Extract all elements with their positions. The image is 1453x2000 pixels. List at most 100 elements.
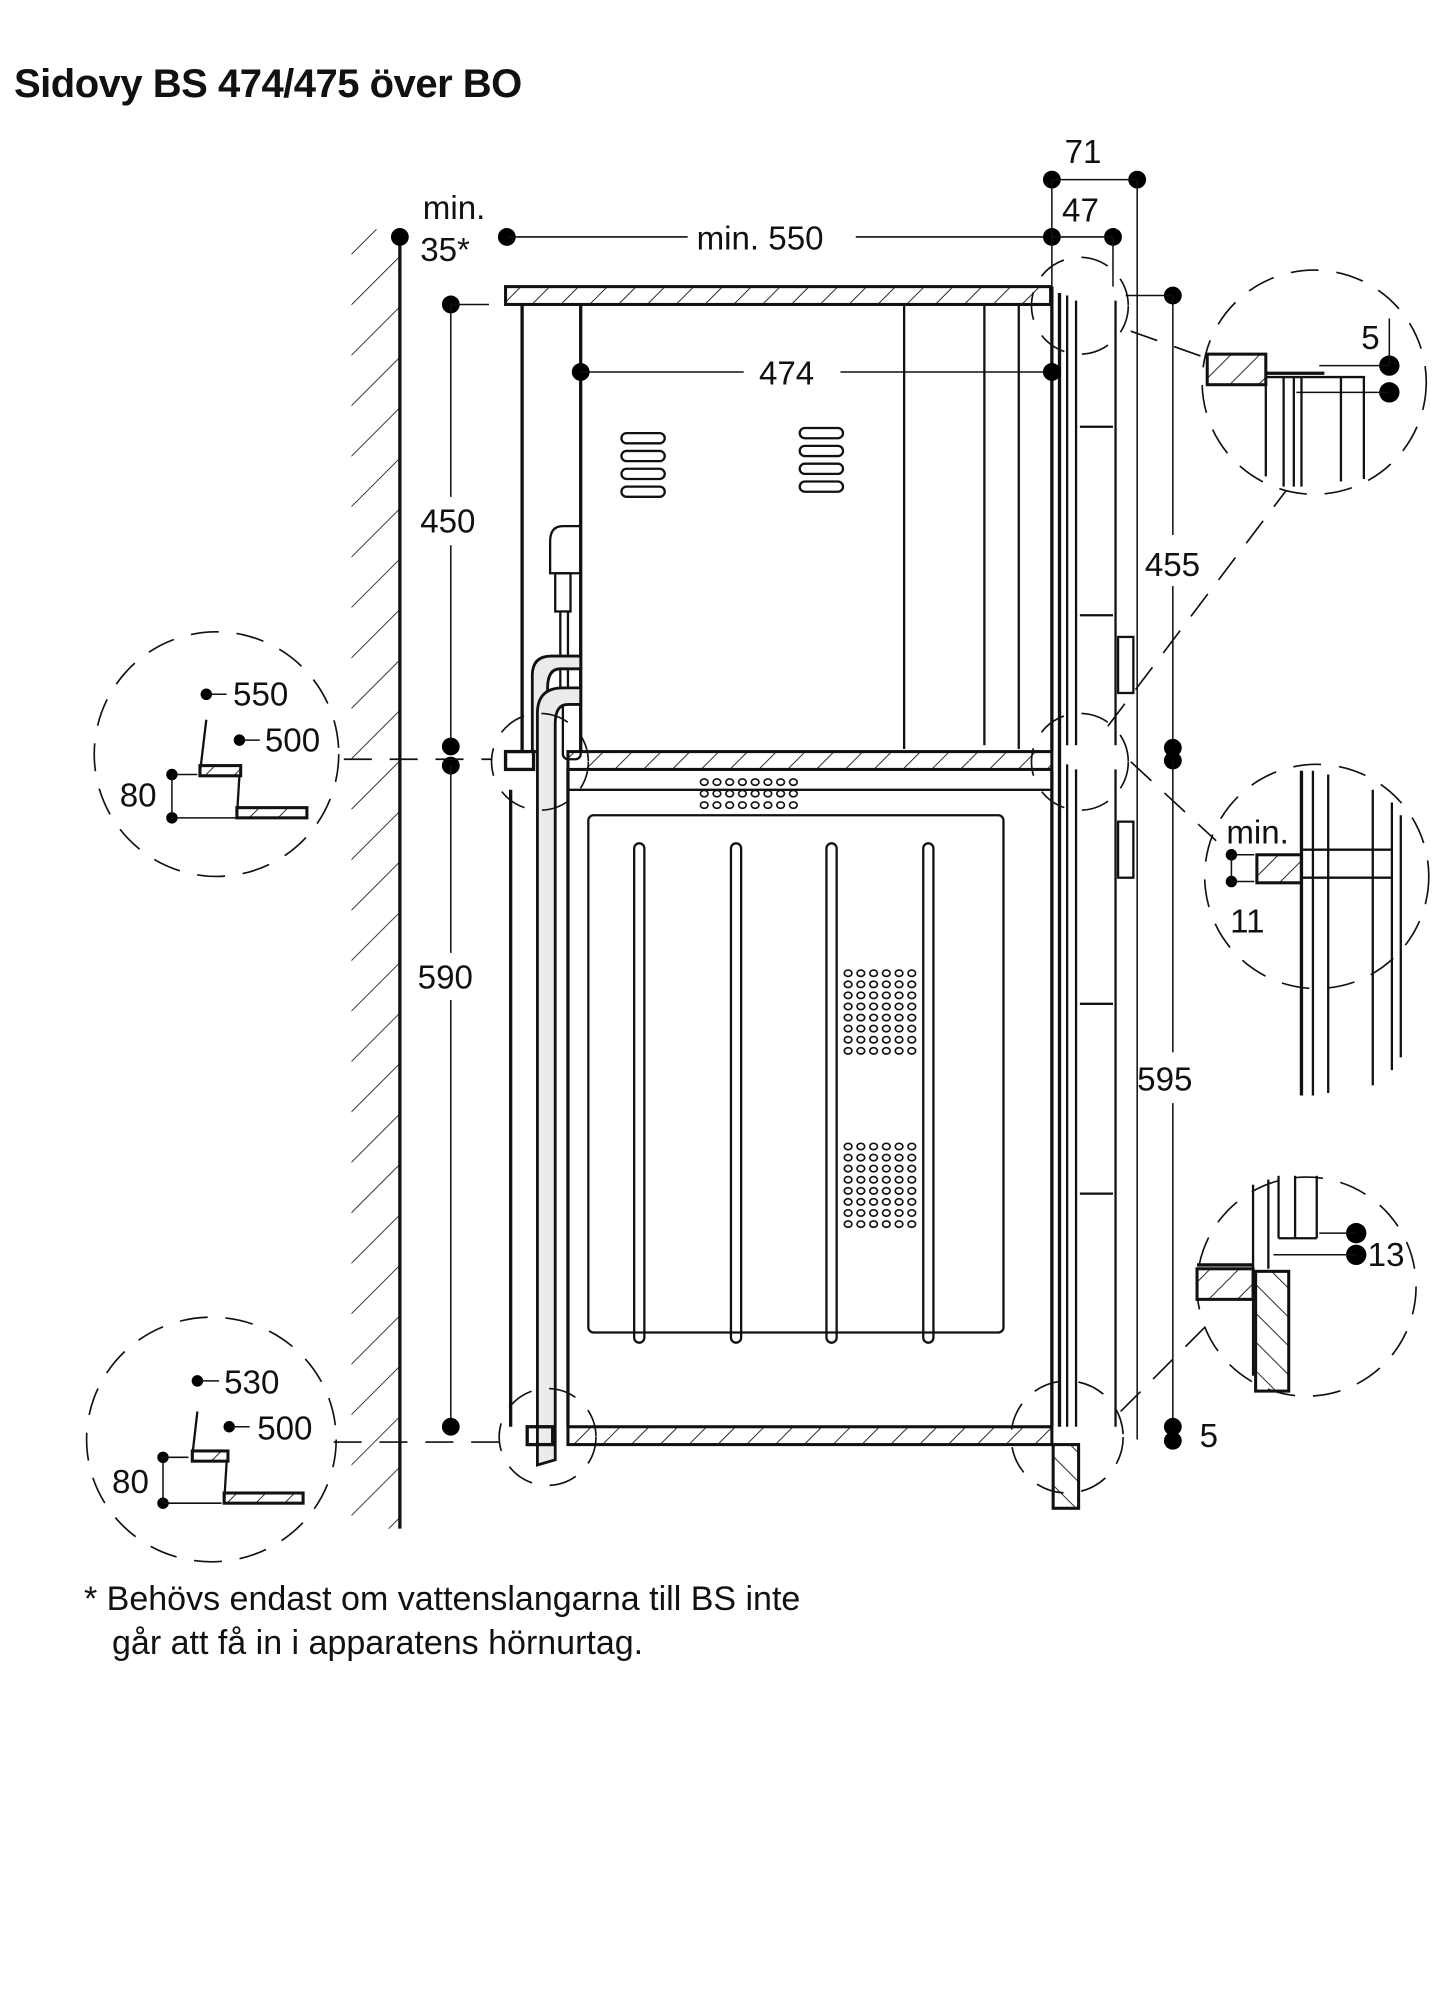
detail-mid-left-lower: 500 [265, 723, 320, 760]
vent-hole [894, 1013, 904, 1022]
vent-hole [763, 789, 773, 798]
dim-5-bottom-label: 5 [1200, 1418, 1218, 1455]
detail-mid-left [93, 631, 340, 878]
vent-hole [894, 1142, 904, 1151]
vent-hole [856, 1220, 866, 1229]
vent-hole [868, 1197, 879, 1206]
vent-holes-low [843, 1142, 917, 1229]
vent-hole [881, 1186, 891, 1195]
vent-hole [881, 1197, 891, 1206]
vent-hole [894, 1035, 904, 1044]
detail-mid-right-value: 11 [1230, 903, 1264, 940]
vent-hole [868, 1208, 879, 1218]
vent-hole [788, 801, 799, 810]
vent-hole [881, 991, 891, 1000]
vent-hole [894, 1024, 904, 1033]
vent-hole [868, 1142, 879, 1151]
dim-47-label: 47 [1062, 193, 1099, 230]
vent-hole [881, 1153, 891, 1162]
lower-appliance [508, 769, 1054, 1447]
vent-hole [843, 1164, 853, 1173]
vent-hole [843, 1024, 853, 1033]
vent-hole [699, 801, 709, 810]
vent-hole [881, 1035, 891, 1044]
dim-heights-left [441, 295, 490, 1436]
vent-hole [881, 1175, 891, 1184]
vent-hole [775, 778, 786, 787]
vent-hole [868, 1186, 879, 1195]
vent-hole [868, 1153, 879, 1162]
vent-hole [907, 991, 917, 1000]
detail-bottom-right-label: 13 [1368, 1237, 1405, 1274]
vent-hole [868, 969, 879, 978]
vent-hole [843, 1208, 853, 1218]
detail-mid-right [1203, 763, 1430, 1096]
vent-hole [788, 778, 799, 787]
footnote-line-2: går att få in i apparatens hörnurtag. [112, 1624, 644, 1662]
vent-hole [868, 1002, 879, 1011]
vent-hole [843, 1035, 853, 1044]
vent-hole [894, 1197, 904, 1206]
vent-hole [907, 1024, 917, 1033]
vent-hole [907, 1164, 917, 1173]
detail-bottom-left-lower: 500 [257, 1410, 312, 1447]
vent-hole [750, 801, 760, 810]
vent-hole [907, 1142, 917, 1151]
detail-bottom-left-upper: 530 [224, 1365, 279, 1402]
vent-hole [712, 801, 722, 810]
vent-hole [881, 1002, 891, 1011]
vent-hole [868, 1024, 879, 1033]
water-hoses [530, 654, 583, 1467]
vent-hole [894, 991, 904, 1000]
vent-hole [881, 1208, 891, 1218]
dim-450-label: 450 [420, 503, 475, 540]
vent-hole [856, 1186, 866, 1195]
detail-mid-left-upper: 550 [233, 677, 288, 714]
vent-hole [907, 1035, 917, 1044]
dim-door-depth [1042, 170, 1147, 1440]
vent-hole [907, 969, 917, 978]
vent-hole [856, 980, 866, 989]
vent-slots-right [798, 426, 845, 493]
vent-hole [894, 1153, 904, 1162]
vent-hole [763, 778, 773, 787]
vent-hole [907, 1186, 917, 1195]
vent-hole [907, 1175, 917, 1184]
vent-hole [843, 1142, 853, 1151]
vent-hole [868, 1175, 879, 1184]
vent-hole [868, 980, 879, 989]
vent-holes-mid [843, 969, 917, 1055]
vent-hole [881, 980, 891, 989]
detail-bottom-left [85, 1316, 338, 1563]
vent-hole [843, 991, 853, 1000]
vent-hole [856, 969, 866, 978]
dim-595-label: 595 [1137, 1061, 1192, 1098]
vent-hole [856, 1153, 866, 1162]
footnote-line-1: * Behövs endast om vattenslangarna till … [84, 1580, 801, 1618]
vent-hole [868, 1046, 879, 1055]
vent-hole [907, 1002, 917, 1011]
dim-heights-right [1125, 286, 1182, 1450]
vent-hole [750, 778, 760, 787]
vent-hole [907, 1208, 917, 1218]
vent-hole [856, 1164, 866, 1173]
vent-hole [856, 1035, 866, 1044]
dim-71-label: 71 [1065, 134, 1102, 171]
vent-hole [843, 969, 853, 978]
vent-hole [843, 1186, 853, 1195]
detail-mid-left-height: 80 [120, 777, 157, 814]
vent-hole [868, 991, 879, 1000]
vent-hole [868, 1164, 879, 1173]
vent-hole [712, 789, 722, 798]
dim-depth-min-label: min. 550 [697, 221, 824, 258]
vent-hole [881, 1046, 891, 1055]
vent-hole [868, 1220, 879, 1229]
vent-hole [737, 789, 748, 798]
vent-hole [907, 980, 917, 989]
vent-hole [894, 969, 904, 978]
vent-hole [894, 1186, 904, 1195]
vent-hole [894, 1164, 904, 1173]
vent-hole [725, 801, 735, 810]
vent-hole [856, 1175, 866, 1184]
vent-hole [856, 1024, 866, 1033]
